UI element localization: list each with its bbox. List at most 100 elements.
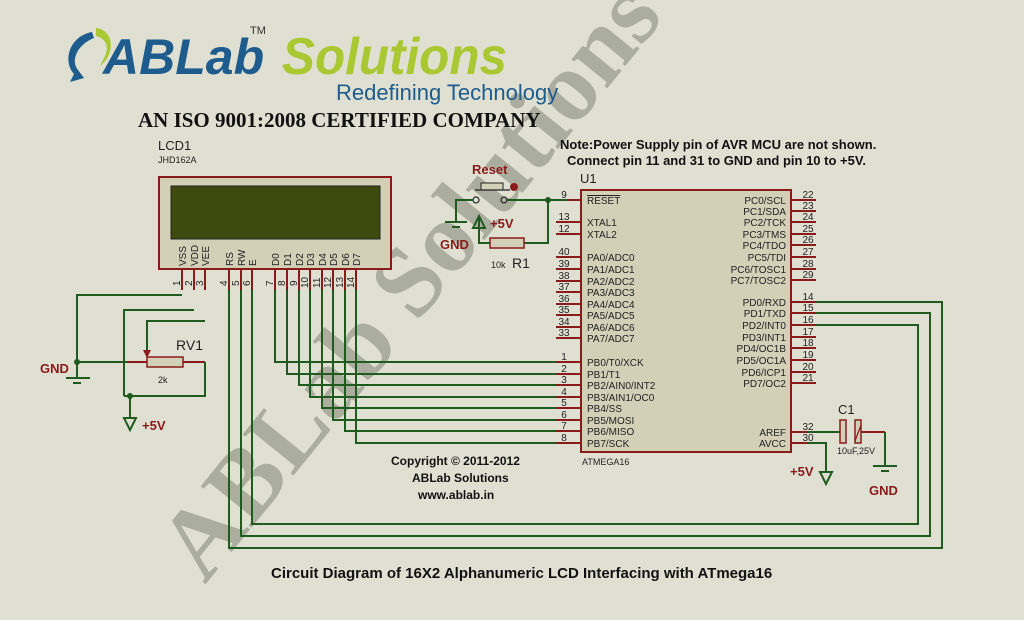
mcu-pin-number: 6 [561,410,567,421]
copyright-block: Copyright © 2011-2012 ABLab Solutions ww… [391,454,520,502]
mcu-pin-number: 38 [558,271,570,282]
logo-ablab: ABLab [101,29,264,85]
mcu-pin-name: AVCC [759,439,786,450]
mcu-pin-name: PA3/ADC3 [587,288,635,299]
lcd-pin-name: D5 [329,253,340,266]
mcu-pin-name: PB6/MISO [587,427,634,438]
mcu-pin-number: 9 [561,190,567,201]
mcu-pin-number: 33 [558,328,570,339]
reset-circuit: Reset GND +5V 10k R1 [440,162,568,271]
lcd-pin-name: VEE [201,246,212,266]
lcd-to-mcu-wires [228,290,943,549]
mcu-pin-number: 7 [561,421,567,432]
mcu-pin-name: PB1/T1 [587,370,621,381]
mcu-pin-name: PA4/ADC4 [587,300,635,311]
note-line-2: Connect pin 11 and 31 to GND and pin 10 … [567,153,866,168]
lcd-pin-name: D1 [283,253,294,266]
mcu-pin-number: 5 [561,398,567,409]
pot-vcc-label: +5V [142,418,166,433]
mcu-pin-number: 16 [802,315,814,326]
mcu-pin-number: 8 [561,433,567,444]
mcu-pin-number: 1 [561,352,567,363]
mcu-pin-name: PC0/SCL [744,196,786,207]
copyright-line-2: ABLab Solutions [412,471,509,485]
mcu-pin-number: 18 [802,338,814,349]
lcd-pin-name: RW [237,249,248,266]
mcu-pin-number: 15 [802,303,814,314]
mcu-pin-name: PD7/OC2 [743,379,786,390]
logo-solutions: Solutions [282,28,507,86]
mcu-pin-number: 21 [802,373,814,384]
mcu-pin-name: PA2/ADC2 [587,277,635,288]
mcu-pin-name: PA0/ADC0 [587,253,635,264]
mcu-pin-name: PB5/MOSI [587,416,634,427]
lcd-model: JHD162A [158,155,197,165]
mcu-ref: U1 [580,171,597,186]
mcu-pin-number: 29 [802,270,814,281]
mcu-pin-name: PD0/RXD [743,298,786,309]
mcu-pin-name: PB0/T0/XCK [587,358,644,369]
lcd-pin-name: RS [225,252,236,266]
reset-gnd-label: GND [440,237,469,252]
mcu-pin-number: 26 [802,235,814,246]
c1-gnd-label: GND [869,483,898,498]
mcu-pin-number: 34 [558,317,570,328]
mcu-pin-name: RESET [587,196,620,207]
mcu-pin-number: 36 [558,294,570,305]
mcu-pin-name: PB3/AIN1/OC0 [587,393,655,404]
mcu-pin-name: PC7/TOSC2 [731,276,787,287]
lcd-pin-name: D7 [352,253,363,266]
mcu-atmega16: U1 ATMEGA16 9RESET13XTAL112XTAL240PA0/AD… [556,171,816,467]
reset-vcc-label: +5V [490,216,514,231]
lcd-pin-number: 11 [312,277,323,288]
lcd-pin-name: D0 [271,253,282,266]
mcu-pin-name: PC6/TOSC1 [731,265,787,276]
pot-ref: RV1 [176,337,203,353]
mcu-pin-name: PD5/OC1A [737,356,787,367]
capacitor-c1: C1 10uF,25V GND +5V [790,402,898,498]
tagline: Redefining Technology [336,80,558,105]
mcu-pin-number: 28 [802,259,814,270]
vcc-arrow-icon [471,213,487,229]
lcd-pin-number: 9 [289,280,300,286]
diagram-caption: Circuit Diagram of 16X2 Alphanumeric LCD… [271,565,772,582]
mcu-pin-name: AREF [759,428,786,439]
lcd-pin-name: E [248,259,259,266]
mcu-pin-number: 22 [802,190,814,201]
lcd-pin-number: 3 [195,280,206,286]
lcd-pin-number: 5 [231,280,242,286]
mcu-pin-number: 3 [561,375,567,386]
lcd-pin-number: 12 [323,276,334,288]
mcu-pin-number: 19 [802,350,814,361]
mcu-pin-number: 12 [558,224,570,235]
copyright-website: www.ablab.in [417,488,494,502]
mcu-pin-number: 35 [558,305,570,316]
vcc-arrow-icon [122,417,138,433]
mcu-pin-number: 25 [802,224,814,235]
c1-value: 10uF,25V [837,446,875,456]
mcu-pin-number: 40 [558,247,570,258]
mcu-pin-number: 23 [802,201,814,212]
lcd-module: LCD1 JHD162A VSS1VDD2VEE3RS4RW5E6D07D18D… [158,138,392,290]
note-line-1: Note:Power Supply pin of AVR MCU are not… [560,137,876,152]
potentiometer-rv1: RV1 2k GND +5V [40,294,206,433]
r1-body [489,237,525,249]
mcu-pin-number: 30 [802,433,814,444]
mcu-pin-name: PD2/INT0 [742,321,786,332]
copyright-line-1: Copyright © 2011-2012 [391,454,520,468]
mcu-body [580,189,792,453]
mcu-pin-name: PC4/TDO [743,241,787,252]
mcu-left-pins: 9RESET13XTAL112XTAL240PA0/ADC039PA1/ADC1… [556,190,656,450]
lcd-pin-number: 10 [300,276,311,288]
r1-value: 10k [491,260,506,270]
logo-swirl-icon [68,28,111,82]
lcd-pin-name: VSS [178,246,189,266]
vcc-arrow-icon [818,471,834,487]
lcd-pin-number: 13 [335,276,346,288]
mcu-pin-name: PA1/ADC1 [587,265,635,276]
logo-trademark: TM [250,25,266,37]
certification-text: AN ISO 9001:2008 CERTIFIED COMPANY [138,108,541,132]
pot-value: 2k [158,375,168,385]
mcu-pin-name: PA6/ADC6 [587,323,635,334]
